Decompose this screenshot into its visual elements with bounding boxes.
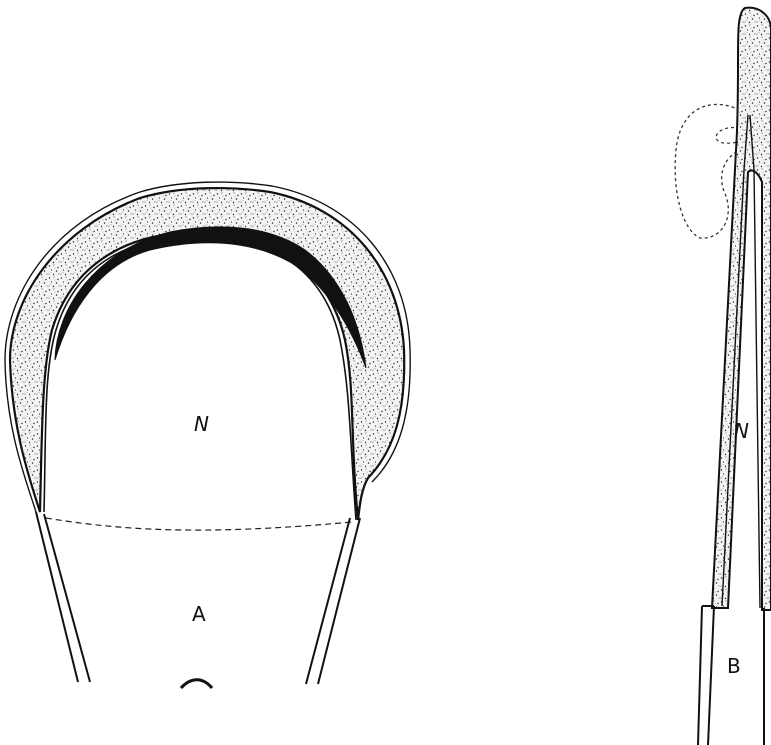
right-nucleus-label: N [734, 421, 749, 441]
right-basal-wall-left [698, 606, 702, 745]
right-basal-label: B [727, 656, 741, 676]
left-nucleus-label: N [194, 414, 209, 434]
left-wall-right-inner [318, 518, 360, 684]
right-dotted-outline [675, 104, 740, 238]
left-dashed-boundary [46, 518, 352, 530]
left-wall-left-inner [44, 514, 90, 682]
right-basal-wall-left-inner [708, 606, 714, 745]
left-apical-label: A [192, 604, 206, 624]
left-wall-right [306, 518, 350, 684]
right-channel-right [750, 115, 760, 608]
left-wall-left [36, 512, 78, 682]
right-stippled-body [712, 8, 771, 610]
left-bottom-arc [181, 680, 212, 688]
right-cell [675, 8, 771, 745]
